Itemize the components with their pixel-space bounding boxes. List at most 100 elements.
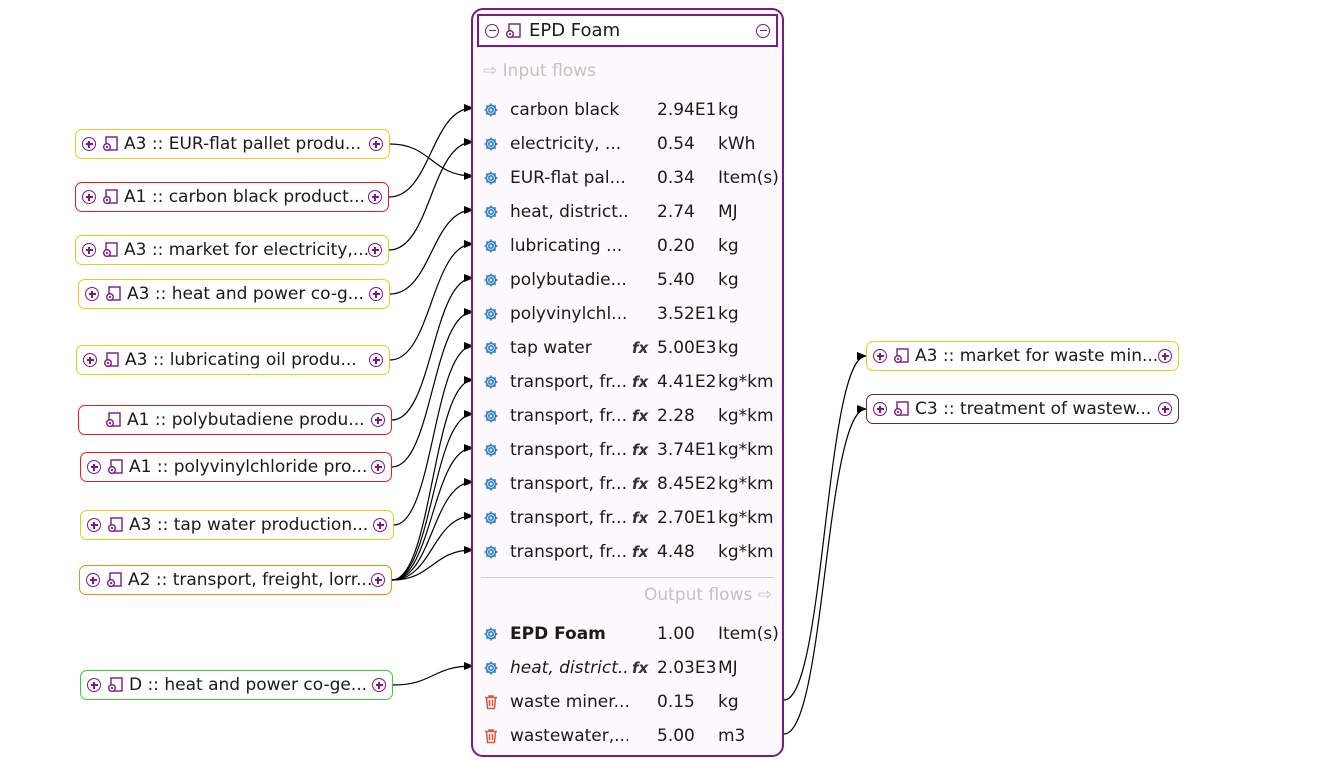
consumer-node[interactable]: C3 :: treatment of wastew... bbox=[866, 394, 1179, 424]
waste-bin-icon bbox=[483, 728, 499, 744]
expand-right-button[interactable] bbox=[369, 353, 383, 367]
expand-right-button[interactable] bbox=[373, 518, 387, 532]
output-flows-label: Output flows bbox=[644, 585, 753, 605]
flow-name: electricity, ... bbox=[510, 134, 622, 154]
provider-label: A2 :: transport, freight, lorr... bbox=[128, 570, 371, 590]
expand-left-button[interactable] bbox=[87, 518, 101, 532]
flow-amount: 3.74E1 bbox=[657, 440, 717, 460]
provider-link-line bbox=[391, 376, 474, 581]
flow-row[interactable]: electricity, ... 0.54 kWh bbox=[483, 129, 779, 159]
provider-label: A3 :: EUR-flat pallet produ... bbox=[124, 134, 362, 154]
gear-icon bbox=[483, 340, 499, 356]
consumer-label: A3 :: market for waste min... bbox=[915, 346, 1158, 366]
provider-node[interactable]: A3 :: lubricating oil produ... bbox=[76, 345, 390, 375]
expand-right-button[interactable] bbox=[368, 243, 382, 257]
flow-name: transport, fr... bbox=[510, 542, 627, 562]
flow-unit: kWh bbox=[718, 134, 756, 154]
flow-unit: kg*km bbox=[718, 372, 774, 392]
flow-amount: 4.41E2 bbox=[657, 372, 717, 392]
process-title: EPD Foam bbox=[529, 20, 621, 41]
expand-left-button[interactable] bbox=[873, 349, 887, 363]
collapse-inputs-button[interactable] bbox=[485, 23, 499, 38]
expand-right-button[interactable] bbox=[371, 413, 385, 427]
expand-right-button[interactable] bbox=[372, 678, 386, 692]
flow-unit: kg*km bbox=[718, 440, 774, 460]
flow-amount: 3.52E1 bbox=[657, 304, 717, 324]
provider-link-line bbox=[391, 410, 474, 581]
flow-name: polyvinylchl... bbox=[510, 304, 628, 324]
expand-left-button[interactable] bbox=[873, 402, 887, 416]
expand-right-button[interactable] bbox=[368, 190, 382, 204]
provider-node[interactable]: D :: heat and power co-ge... bbox=[80, 670, 393, 700]
collapse-outputs-button[interactable] bbox=[756, 23, 770, 38]
provider-link-line bbox=[391, 512, 474, 581]
output-flows-header: Output flows ⇨ bbox=[644, 585, 772, 605]
flow-name: EPD Foam bbox=[510, 624, 606, 644]
expand-right-button[interactable] bbox=[371, 573, 385, 587]
provider-label: A1 :: carbon black product... bbox=[124, 187, 365, 207]
flow-amount: 2.28 bbox=[657, 406, 695, 426]
process-icon bbox=[102, 136, 118, 152]
flow-amount: 2.94E1 bbox=[657, 100, 717, 120]
formula-icon: fx bbox=[632, 373, 649, 391]
flow-amount: 0.15 bbox=[657, 692, 695, 712]
process-icon bbox=[103, 352, 119, 368]
expand-right-button[interactable] bbox=[371, 460, 385, 474]
expand-left-button[interactable] bbox=[83, 353, 97, 367]
provider-node[interactable]: A3 :: tap water production... bbox=[80, 510, 394, 540]
flow-unit: MJ bbox=[718, 658, 738, 678]
expand-right-button[interactable] bbox=[369, 287, 383, 301]
provider-node[interactable]: A1 :: polybutadiene produ... bbox=[78, 405, 392, 435]
expand-right-button[interactable] bbox=[1158, 402, 1172, 416]
flow-amount: 0.54 bbox=[657, 134, 695, 154]
provider-node[interactable]: A3 :: EUR-flat pallet produ... bbox=[75, 129, 390, 159]
formula-icon: fx bbox=[632, 407, 649, 425]
consumer-node[interactable]: A3 :: market for waste min... bbox=[866, 341, 1179, 371]
provider-node[interactable]: A3 :: market for electricity,... bbox=[75, 235, 389, 265]
expand-left-button[interactable] bbox=[85, 287, 99, 301]
expand-left-button[interactable] bbox=[82, 243, 96, 257]
provider-node[interactable]: A2 :: transport, freight, lorr... bbox=[79, 565, 392, 595]
expand-right-button[interactable] bbox=[369, 137, 383, 151]
provider-node[interactable]: A1 :: polyvinylchloride pro... bbox=[80, 452, 392, 482]
expand-left-button[interactable] bbox=[87, 678, 101, 692]
flow-name: tap water bbox=[510, 338, 592, 358]
expand-right-button[interactable] bbox=[1158, 349, 1172, 363]
consumer-link-line bbox=[783, 405, 867, 735]
provider-node[interactable]: A1 :: carbon black product... bbox=[75, 182, 389, 212]
process-node-header[interactable]: EPD Foam bbox=[477, 14, 778, 47]
input-flows-label: Input flows bbox=[502, 61, 596, 81]
expand-left-button[interactable] bbox=[82, 190, 96, 204]
flow-unit: Item(s) bbox=[718, 168, 779, 188]
provider-link-line bbox=[391, 308, 474, 468]
process-icon bbox=[106, 572, 122, 588]
provider-link-line bbox=[391, 478, 474, 581]
flow-amount: 0.20 bbox=[657, 236, 695, 256]
expand-left-button[interactable] bbox=[86, 573, 100, 587]
expand-left-button[interactable] bbox=[87, 460, 101, 474]
provider-node[interactable]: A3 :: heat and power co-g... bbox=[78, 279, 390, 309]
expand-left-button[interactable] bbox=[82, 137, 96, 151]
process-icon bbox=[505, 22, 521, 39]
flow-name: transport, fr... bbox=[510, 406, 627, 426]
flow-unit: kg bbox=[718, 100, 739, 120]
gear-icon bbox=[483, 408, 499, 424]
